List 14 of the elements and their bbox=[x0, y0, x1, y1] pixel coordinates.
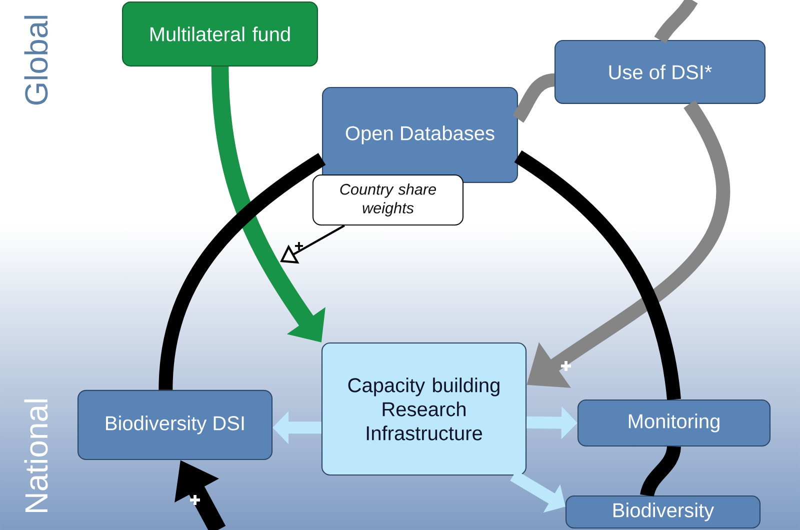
callout-box: Country share weights bbox=[312, 174, 464, 226]
connector-line bbox=[654, 0, 698, 44]
cycle-line bbox=[514, 150, 681, 400]
process-box: Biodiversity DSI bbox=[77, 390, 273, 460]
process-box: Open Databases bbox=[322, 86, 518, 183]
cycle-line bbox=[158, 153, 326, 390]
process-box: Monitoring bbox=[577, 399, 771, 447]
process-box: Use of DSI* bbox=[554, 40, 766, 104]
process-box: Capacity building Research Infrastructure bbox=[321, 342, 527, 476]
cycle-line bbox=[640, 446, 681, 497]
region-label: National bbox=[24, 399, 48, 512]
fund-box: Multilateral fund bbox=[122, 1, 318, 67]
region-label: Global bbox=[24, 16, 48, 105]
process-box: Biodiversity bbox=[565, 495, 761, 529]
